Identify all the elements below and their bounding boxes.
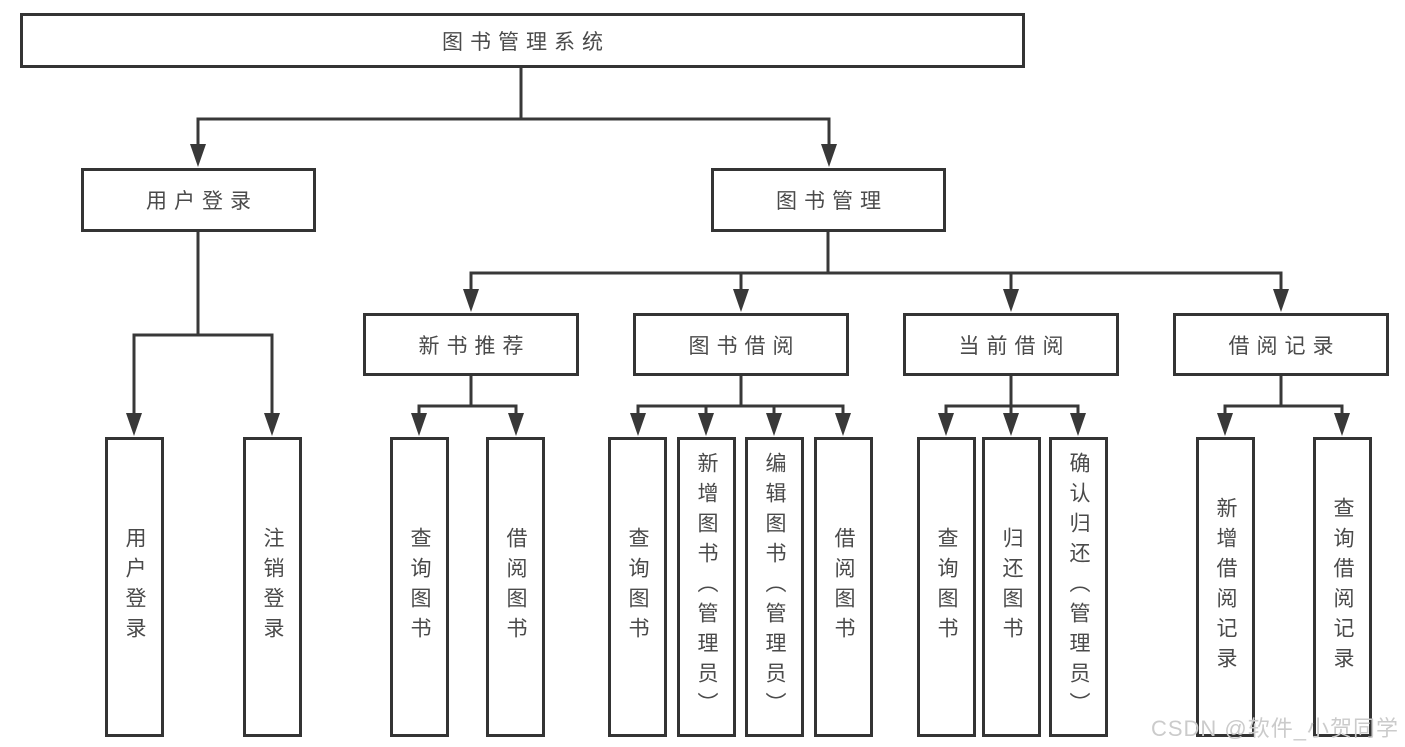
leaf-borrow-books-recommend: 借阅图书 [486,437,545,737]
node-book-borrow: 图书借阅 [633,313,849,376]
leaf-borrow-books-borrow-label: 借阅图书 [832,527,855,647]
leaf-add-book-admin-label: 新增图书（管理员） [695,452,718,722]
leaf-query-books-current-label: 查询图书 [935,527,958,647]
node-book-management: 图书管理 [711,168,946,232]
leaf-return-book: 归还图书 [982,437,1041,737]
node-user-login: 用户登录 [81,168,316,232]
leaf-query-books-borrow: 查询图书 [608,437,667,737]
csdn-watermark: CSDN @软件_小贺同学 [1150,716,1399,741]
leaf-add-book-admin: 新增图书（管理员） [677,437,736,737]
leaf-user-login: 用户登录 [105,437,164,737]
node-root: 图书管理系统 [20,13,1025,68]
leaf-return-book-label: 归还图书 [1000,527,1023,647]
leaf-add-borrow-record: 新增借阅记录 [1196,437,1255,737]
leaf-edit-book-admin: 编辑图书（管理员） [745,437,804,737]
node-new-book-recommend: 新书推荐 [363,313,579,376]
node-borrow-records: 借阅记录 [1173,313,1389,376]
leaf-query-books-borrow-label: 查询图书 [626,527,649,647]
arrowheads [126,144,1350,436]
leaf-query-books-recommend: 查询图书 [390,437,449,737]
leaf-query-books-current: 查询图书 [917,437,976,737]
leaf-logout-label: 注销登录 [261,527,284,647]
leaf-query-books-recommend-label: 查询图书 [408,527,431,647]
leaf-user-login-label: 用户登录 [123,527,146,647]
leaf-borrow-books-borrow: 借阅图书 [814,437,873,737]
leaf-query-borrow-record: 查询借阅记录 [1313,437,1372,737]
leaf-add-borrow-record-label: 新增借阅记录 [1214,497,1237,677]
leaf-borrow-books-recommend-label: 借阅图书 [504,527,527,647]
leaf-confirm-return-admin: 确认归还（管理员） [1049,437,1108,737]
node-current-borrow: 当前借阅 [903,313,1119,376]
leaf-confirm-return-admin-label: 确认归还（管理员） [1067,452,1090,722]
leaf-logout: 注销登录 [243,437,302,737]
leaf-query-borrow-record-label: 查询借阅记录 [1331,497,1354,677]
leaf-edit-book-admin-label: 编辑图书（管理员） [763,452,786,722]
